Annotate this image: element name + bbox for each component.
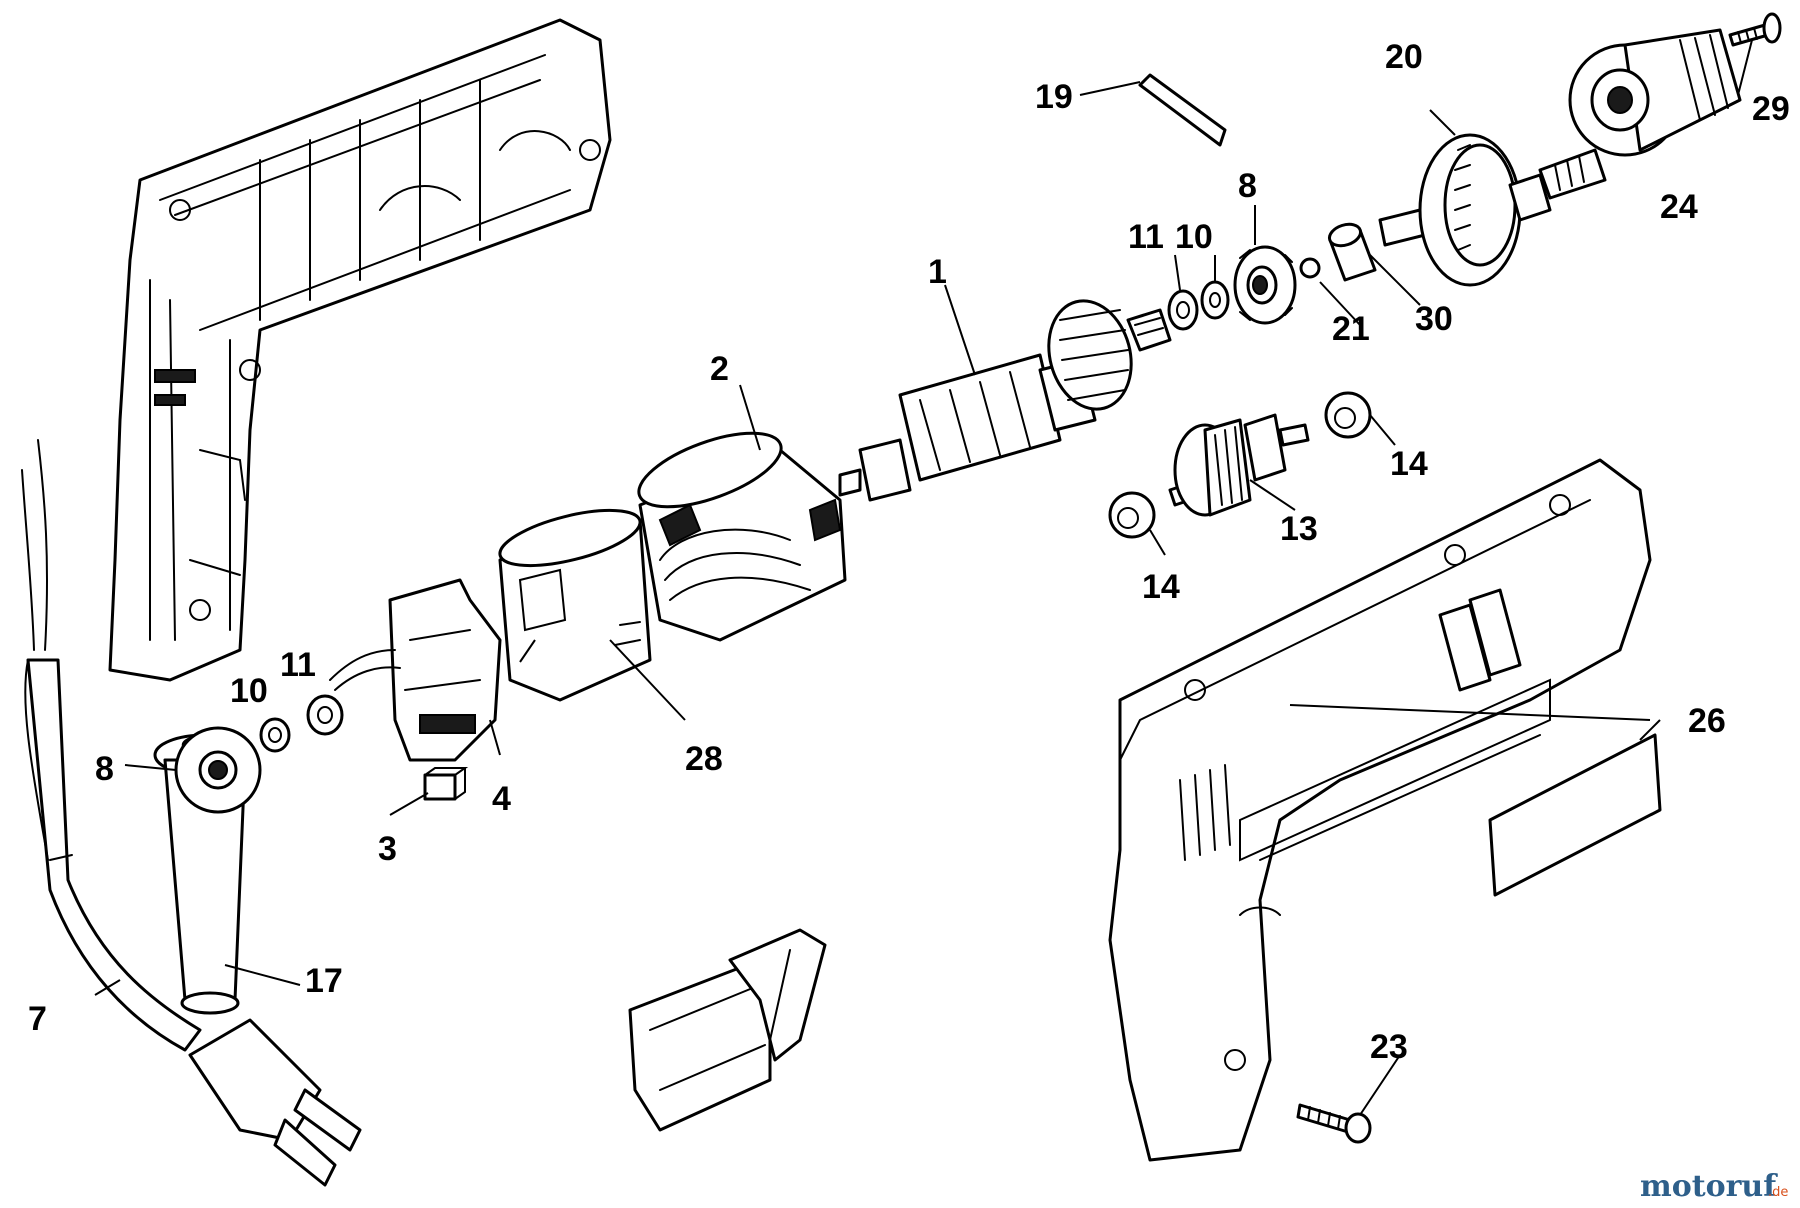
bearing-left-icon: [174, 726, 262, 814]
callout-19: 19: [1035, 78, 1073, 116]
callout-26: 26: [1688, 702, 1726, 740]
callout-23: 23: [1370, 1028, 1408, 1066]
intermediate-gear-icon: [1168, 413, 1310, 517]
plug-icon: [188, 1018, 362, 1187]
callout-21: 21: [1332, 310, 1370, 348]
callout-11-left: 11: [280, 646, 316, 684]
callout-24: 24: [1660, 188, 1698, 226]
callout-8-right: 8: [1238, 167, 1257, 205]
label-plate-icon: [1488, 733, 1662, 897]
housing-screw-icon: [1296, 1103, 1372, 1144]
callout-10-left: 10: [230, 672, 268, 710]
washer-11-right-icon: [1167, 289, 1199, 331]
chuck-icon: [1568, 28, 1742, 157]
switch-trigger-icon: [628, 928, 827, 1132]
carbon-brush-icon: [423, 767, 469, 801]
watermark-brand: motoruf: [1640, 1169, 1778, 1204]
bearing-right-icon: [1233, 245, 1297, 325]
cord-icon: [21, 439, 202, 1052]
callout-30: 30: [1415, 300, 1453, 338]
callout-13: 13: [1280, 510, 1318, 548]
callout-14-upper: 14: [1390, 445, 1428, 483]
sleeve-bearing-30-icon: [1327, 222, 1377, 282]
watermark-logo: motoruf .de: [1640, 1169, 1788, 1204]
callout-labels: 1 2 3 4 7 8 8 10 10 11 11 13 14 14 17 19…: [28, 38, 1790, 1066]
leader-lines: [94, 39, 1753, 1116]
watermark-tld: .de: [1768, 1185, 1788, 1200]
bearing-14-upper-icon: [1324, 391, 1372, 439]
callout-29: 29: [1752, 90, 1790, 128]
callout-8-left: 8: [95, 750, 114, 788]
callout-4: 4: [492, 780, 511, 818]
chuck-screw-icon: [1728, 12, 1782, 47]
brush-holder-icon: [329, 578, 502, 762]
callout-28: 28: [685, 740, 723, 778]
housing-half-left-icon: [108, 18, 612, 682]
callout-17: 17: [305, 962, 343, 1000]
field-stator-icon: [637, 431, 847, 642]
callout-14-lower: 14: [1142, 568, 1180, 606]
callout-2: 2: [710, 350, 729, 388]
callout-11-right: 11: [1128, 218, 1164, 256]
washer-10-right-icon: [1200, 280, 1230, 320]
callout-7: 7: [28, 1000, 47, 1038]
spindle-gear-icon: [1378, 133, 1607, 287]
armature-icon: [838, 299, 1172, 502]
washer-11-left-icon: [306, 694, 344, 736]
callout-10-right: 10: [1175, 218, 1213, 256]
callout-3: 3: [378, 830, 397, 868]
ball-21-icon: [1299, 257, 1321, 279]
stator-sleeve-icon: [498, 508, 652, 702]
washer-10-left-icon: [259, 717, 291, 753]
bearing-14-lower-icon: [1108, 491, 1156, 539]
key-icon: [1138, 73, 1227, 147]
callout-1: 1: [928, 253, 947, 291]
housing-half-right-icon: [1108, 458, 1652, 1162]
callout-20: 20: [1385, 38, 1423, 76]
